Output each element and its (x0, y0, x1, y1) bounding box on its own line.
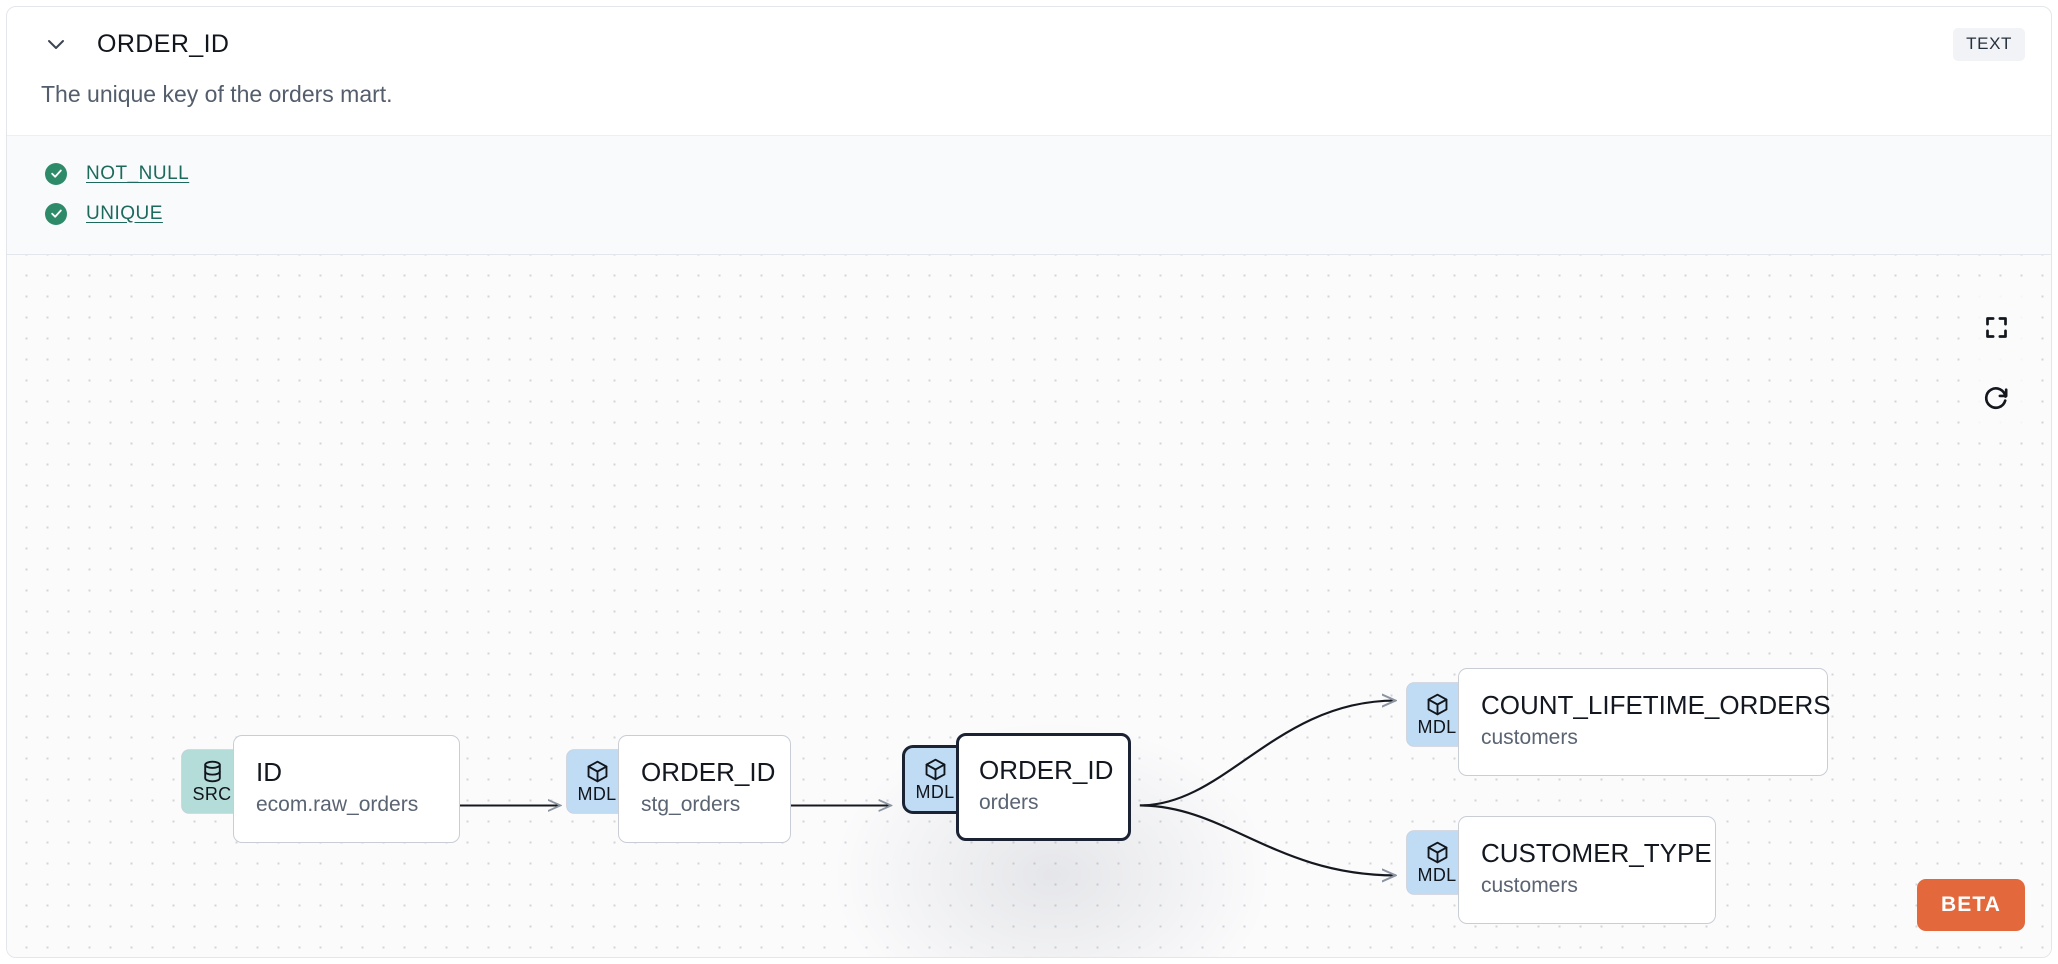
node-title: COUNT_LIFETIME_ORDERS (1481, 690, 1831, 721)
panel-header: ORDER_ID TEXT (7, 7, 2051, 81)
node-title: ORDER_ID (641, 757, 776, 788)
node-subtitle: customers (1481, 874, 1578, 898)
refresh-icon (1984, 387, 2007, 410)
node-kind-label: MDL (1417, 865, 1457, 886)
lineage-edges (458, 255, 2051, 957)
cube-icon (925, 758, 945, 781)
test-row: UNIQUE (7, 194, 2051, 234)
test-link-not-null[interactable]: NOT_NULL (86, 162, 190, 184)
node-title: CUSTOMER_TYPE (1481, 838, 1712, 869)
lineage-node-count-lifetime-orders[interactable]: MDL COUNT_LIFETIME_ORDERS customers (1407, 667, 1831, 776)
node-kind-badge-src: SRC (182, 749, 242, 813)
database-icon (203, 760, 221, 783)
lineage-node-stg-orders[interactable]: MDL ORDER_ID stg_orders (567, 734, 791, 843)
chevron-down-icon[interactable] (41, 29, 71, 59)
canvas-controls (1963, 292, 2029, 433)
node-subtitle: customers (1481, 726, 1578, 750)
test-row: NOT_NULL (7, 154, 2051, 194)
column-detail-panel: ORDER_ID TEXT The unique key of the orde… (6, 6, 2052, 958)
node-subtitle: stg_orders (641, 793, 741, 817)
tests-section: NOT_NULL UNIQUE (7, 134, 2051, 255)
column-description: The unique key of the orders mart. (41, 81, 393, 107)
test-link-unique[interactable]: UNIQUE (86, 202, 163, 224)
node-kind-badge-mdl: MDL (1407, 682, 1467, 746)
node-title: ID (256, 757, 282, 788)
node-body: ORDER_ID orders (956, 732, 1131, 841)
node-body: ORDER_ID stg_orders (618, 734, 791, 843)
cube-icon (1427, 693, 1447, 716)
node-kind-label: MDL (1417, 717, 1457, 738)
node-kind-badge-mdl: MDL (905, 747, 965, 811)
node-body: COUNT_LIFETIME_ORDERS customers (1458, 667, 1831, 776)
node-kind-label: MDL (577, 784, 617, 805)
check-circle-icon (45, 202, 67, 225)
node-body: ID ecom.raw_orders (233, 734, 460, 843)
lineage-node-id[interactable]: SRC ID ecom.raw_orders (182, 734, 460, 843)
cube-icon (1427, 841, 1447, 864)
lineage-node-orders-selected[interactable]: MDL ORDER_ID orders (905, 732, 1131, 841)
node-title: ORDER_ID (979, 755, 1114, 786)
cube-icon (587, 760, 607, 783)
node-kind-label: SRC (192, 784, 232, 805)
node-subtitle: ecom.raw_orders (256, 793, 419, 817)
node-body: CUSTOMER_TYPE customers (1458, 815, 1716, 924)
check-circle-icon (45, 162, 67, 185)
lineage-node-customer-type[interactable]: MDL CUSTOMER_TYPE customers (1407, 815, 1716, 924)
fit-view-button[interactable] (1963, 293, 2029, 363)
node-kind-badge-mdl: MDL (1407, 830, 1467, 894)
column-type-badge: TEXT (1953, 28, 2025, 61)
node-kind-badge-mdl: MDL (567, 749, 627, 813)
node-subtitle: orders (979, 791, 1039, 815)
page-title: ORDER_ID (97, 29, 230, 58)
refresh-button[interactable] (1963, 363, 2029, 433)
fit-view-icon (1985, 317, 2007, 338)
lineage-graph-canvas[interactable]: SRC ID ecom.raw_orders MDL ORDER_ID stg_… (7, 254, 2051, 957)
node-kind-label: MDL (915, 782, 955, 803)
beta-badge[interactable]: BETA (1916, 879, 2025, 931)
